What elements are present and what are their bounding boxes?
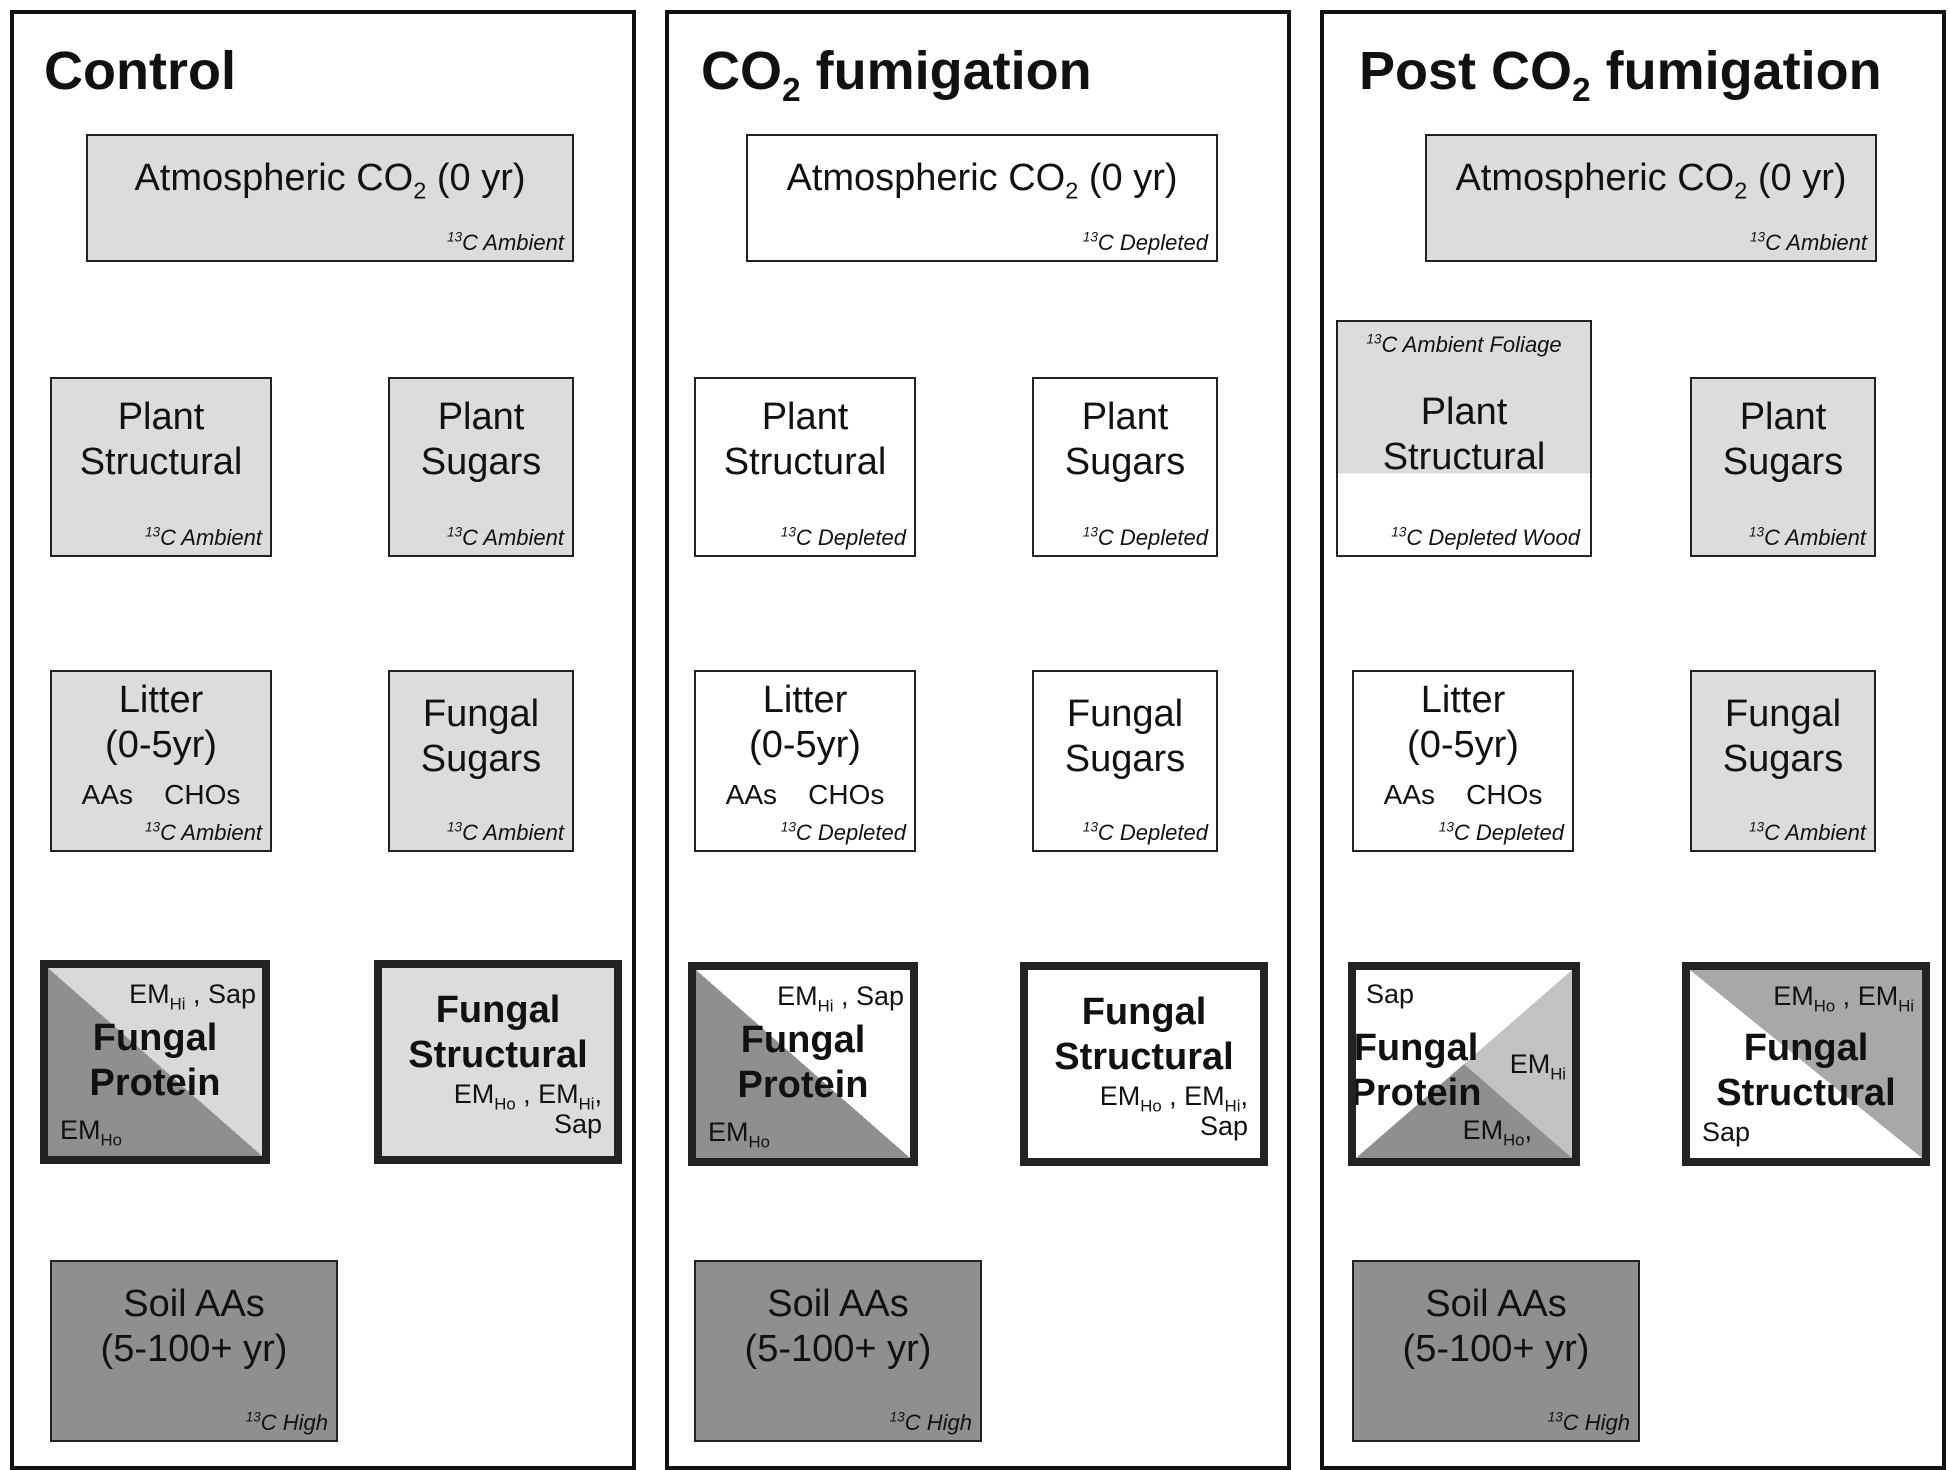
atmospheric-co2-box: Atmospheric CO2 (0 yr) 13C Ambient xyxy=(86,134,574,262)
soil-aas-box: Soil AAs(5-100+ yr) 13C High xyxy=(50,1260,338,1442)
soil-aas-box: Soil AAs(5-100+ yr) 13C High xyxy=(694,1260,982,1442)
litter-box: Litter(0-5yr) AAs CHOs 13C Depleted xyxy=(694,670,916,852)
atmospheric-co2-box: Atmospheric CO2 (0 yr) 13C Depleted xyxy=(746,134,1218,262)
fungal-protein-fill xyxy=(1356,970,1572,1158)
panel-title: Control xyxy=(44,41,236,101)
litter-box: Litter(0-5yr) AAs CHOs 13C Ambient xyxy=(50,670,272,852)
soil-aas-box: Soil AAs(5-100+ yr) 13C High xyxy=(1352,1260,1640,1442)
atmospheric-co2-box: Atmospheric CO2 (0 yr) 13C Ambient xyxy=(1425,134,1877,262)
panel-title: Post CO2 fumigation xyxy=(1359,41,1882,109)
panel-title: CO2 fumigation xyxy=(701,41,1092,109)
litter-box: Litter(0-5yr) AAs CHOs 13C Depleted xyxy=(1352,670,1574,852)
